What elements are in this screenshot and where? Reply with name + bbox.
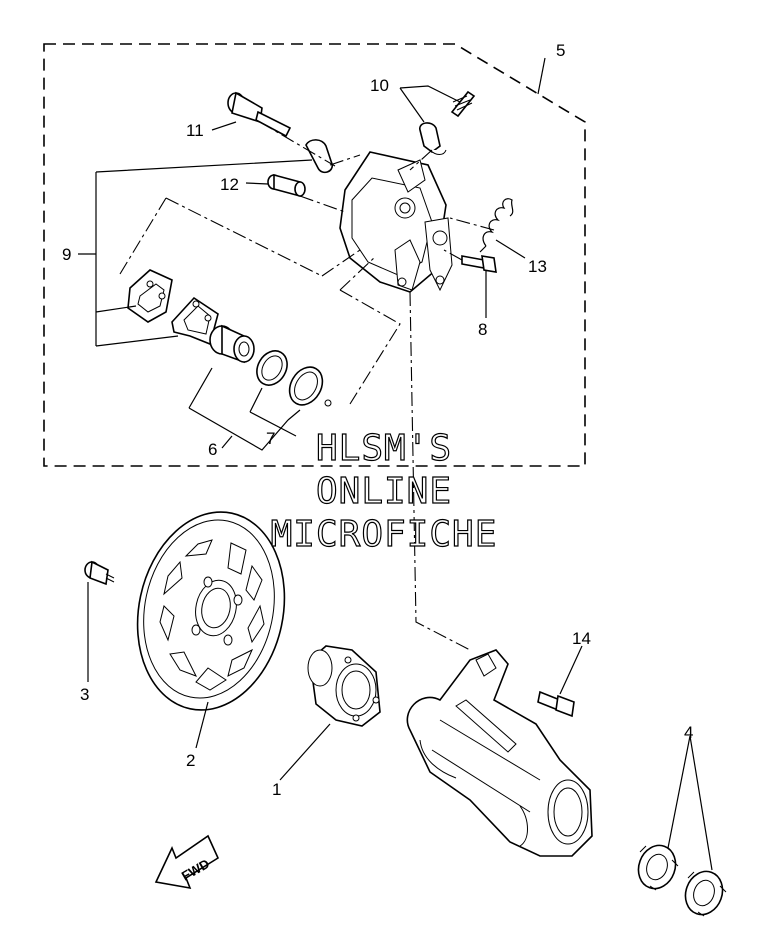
caliper-assembly-boundary xyxy=(43,43,586,467)
callout-6: 6 xyxy=(208,440,217,459)
disc-bolt xyxy=(84,560,115,586)
adjusting-bolt xyxy=(461,255,497,273)
brake-hub xyxy=(307,645,381,727)
axle-housing xyxy=(406,649,593,857)
lock-nut-1 xyxy=(637,844,679,891)
callout-12: 12 xyxy=(220,175,239,194)
brake-pad-outer xyxy=(127,269,173,323)
callout-labels: 1 2 3 4 5 6 7 8 9 10 11 12 13 14 xyxy=(62,41,693,799)
assembly-lines xyxy=(119,121,495,651)
leader-lines xyxy=(78,57,713,871)
watermark-line1: HLSM'S xyxy=(316,428,452,469)
dust-seal xyxy=(288,366,324,406)
callout-8: 8 xyxy=(478,320,487,339)
callout-14: 14 xyxy=(572,629,591,648)
callout-2: 2 xyxy=(186,751,195,770)
fwd-arrow-icon: FWD xyxy=(154,834,220,890)
callout-10: 10 xyxy=(370,76,389,95)
callout-4: 4 xyxy=(684,723,693,742)
caliper-body xyxy=(339,151,453,293)
callout-1: 1 xyxy=(272,780,281,799)
union-fitting xyxy=(267,173,306,198)
pin-bolt xyxy=(227,91,292,138)
callout-11: 11 xyxy=(186,121,204,140)
lock-nut-2 xyxy=(684,870,727,917)
callout-13: 13 xyxy=(528,257,547,276)
callout-7: 7 xyxy=(266,429,275,448)
return-spring xyxy=(479,198,514,253)
bleed-screw xyxy=(419,90,476,155)
watermark-line3: MICROFICHE xyxy=(271,514,498,555)
bracket-bolt xyxy=(537,690,575,718)
watermark-line2: ONLINE xyxy=(316,471,452,512)
callout-9: 9 xyxy=(62,245,71,264)
callout-5: 5 xyxy=(556,41,565,60)
piston-seal xyxy=(256,350,288,386)
small-o-ring xyxy=(324,399,332,407)
callout-3: 3 xyxy=(80,685,89,704)
brake-disc xyxy=(136,511,286,711)
caliper-piston xyxy=(209,324,255,364)
watermark: HLSM'S ONLINE MICROFICHE xyxy=(270,427,498,555)
